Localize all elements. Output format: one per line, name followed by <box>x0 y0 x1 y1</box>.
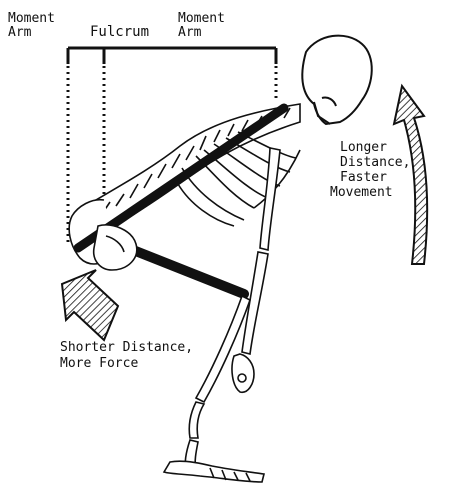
legs <box>162 294 265 483</box>
shorter-distance-label: Shorter Distance, More Force <box>60 340 193 372</box>
moment-arm-right-label: Moment Arm <box>178 12 225 40</box>
curved-arrow-up-icon <box>392 83 429 265</box>
shorter-distance-line2: More Force <box>60 356 139 371</box>
moment-arm-left-line2: Arm <box>8 25 32 40</box>
fulcrum-label: Fulcrum <box>90 24 150 40</box>
skull <box>301 34 373 126</box>
femur-bar <box>113 239 249 299</box>
longer-distance-label: Longer Distance, Faster Movement <box>330 140 410 200</box>
longer-distance-line3: Faster <box>340 170 387 185</box>
moment-arm-left-label: Moment Arm <box>8 12 55 40</box>
hatched-arrow-down-left-icon <box>60 269 120 342</box>
shorter-distance-line1: Shorter Distance, <box>60 340 194 355</box>
moment-arm-left-line1: Moment <box>8 11 55 26</box>
longer-distance-line1: Longer <box>340 140 387 155</box>
longer-distance-line2: Distance, <box>340 155 411 170</box>
moment-arm-right-line1: Moment <box>178 11 225 26</box>
longer-distance-line4: Movement <box>330 185 393 200</box>
moment-arm-right-line2: Arm <box>178 25 202 40</box>
lever-line <box>73 103 289 253</box>
moment-arm-bracket <box>66 46 278 246</box>
arm <box>231 147 281 394</box>
pelvis <box>92 224 138 271</box>
